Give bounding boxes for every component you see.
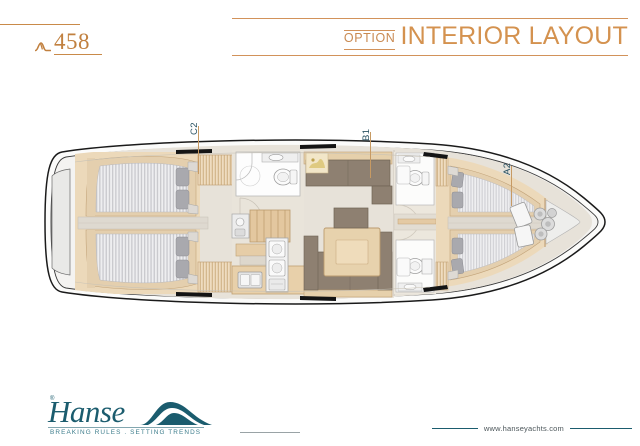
forward-cabin-port xyxy=(447,165,541,217)
website-url: www.hanseyachts.com xyxy=(483,424,564,433)
saloon-table-seat xyxy=(333,207,369,229)
callout-a2-label: A2 xyxy=(502,162,513,175)
saloon-art-panel xyxy=(305,152,329,174)
brand-name: Hanse xyxy=(48,394,125,429)
title-rule-top xyxy=(232,18,628,19)
model-rule-top xyxy=(0,24,80,25)
nav-station xyxy=(231,213,250,239)
model-badge: 458 xyxy=(0,18,132,60)
forward-heads-group xyxy=(393,152,441,294)
aft-cabin-port xyxy=(85,156,199,217)
wave-swoosh-icon xyxy=(35,42,51,52)
model-rule-bottom xyxy=(54,54,102,55)
brand-logo: ® Hanse BREAKING RULES . SETTING TRENDS xyxy=(48,396,238,440)
website-rule-right xyxy=(570,428,632,429)
website-row: www.hanseyachts.com xyxy=(431,424,632,433)
deck-hatches xyxy=(176,144,448,301)
forward-cabins-group xyxy=(435,156,548,291)
option-label: OPTION xyxy=(343,30,396,50)
hull-side-shading xyxy=(74,152,431,292)
hanse-wave-icon xyxy=(140,402,212,425)
model-number: 458 xyxy=(54,29,90,54)
saloon-side-block-port xyxy=(303,235,319,291)
toilet-icon xyxy=(406,170,430,186)
sail-locker xyxy=(509,199,581,248)
companionway-steps xyxy=(249,209,291,243)
fwd-locker-port xyxy=(435,157,449,187)
saloon xyxy=(303,148,395,298)
galley xyxy=(231,237,307,295)
aft-cabin-starboard xyxy=(85,229,199,290)
saloon-dining-table xyxy=(323,227,381,277)
footer-rule-left xyxy=(240,432,300,433)
forward-head-starboard xyxy=(395,217,435,293)
callout-c2-label: C2 xyxy=(189,122,200,135)
galley-double-sink xyxy=(237,271,263,289)
brand-tagline: BREAKING RULES . SETTING TRENDS xyxy=(50,429,202,436)
aft-head xyxy=(235,151,301,197)
title-rule-bottom xyxy=(232,55,628,56)
callout-c2-stem xyxy=(198,126,199,174)
callout-b1-stem xyxy=(370,132,371,178)
callout-a2-stem xyxy=(511,166,512,206)
toilet-icon xyxy=(406,258,433,275)
brand-underline xyxy=(48,427,204,428)
stowed-fenders xyxy=(533,207,557,241)
aft-cabins-group xyxy=(75,152,233,294)
website-rule-left xyxy=(431,428,478,429)
brand-registered-mark: ® xyxy=(50,396,55,402)
page-title: INTERIOR LAYOUT xyxy=(400,22,628,50)
stowed-sail-bags xyxy=(509,202,534,248)
forward-head-port xyxy=(395,152,435,228)
toilet-icon xyxy=(273,168,298,186)
mid-aft-section xyxy=(231,150,307,296)
galley-stove xyxy=(265,237,289,293)
callout-b1-label: B1 xyxy=(361,128,372,141)
aft-locker-port xyxy=(197,154,233,293)
